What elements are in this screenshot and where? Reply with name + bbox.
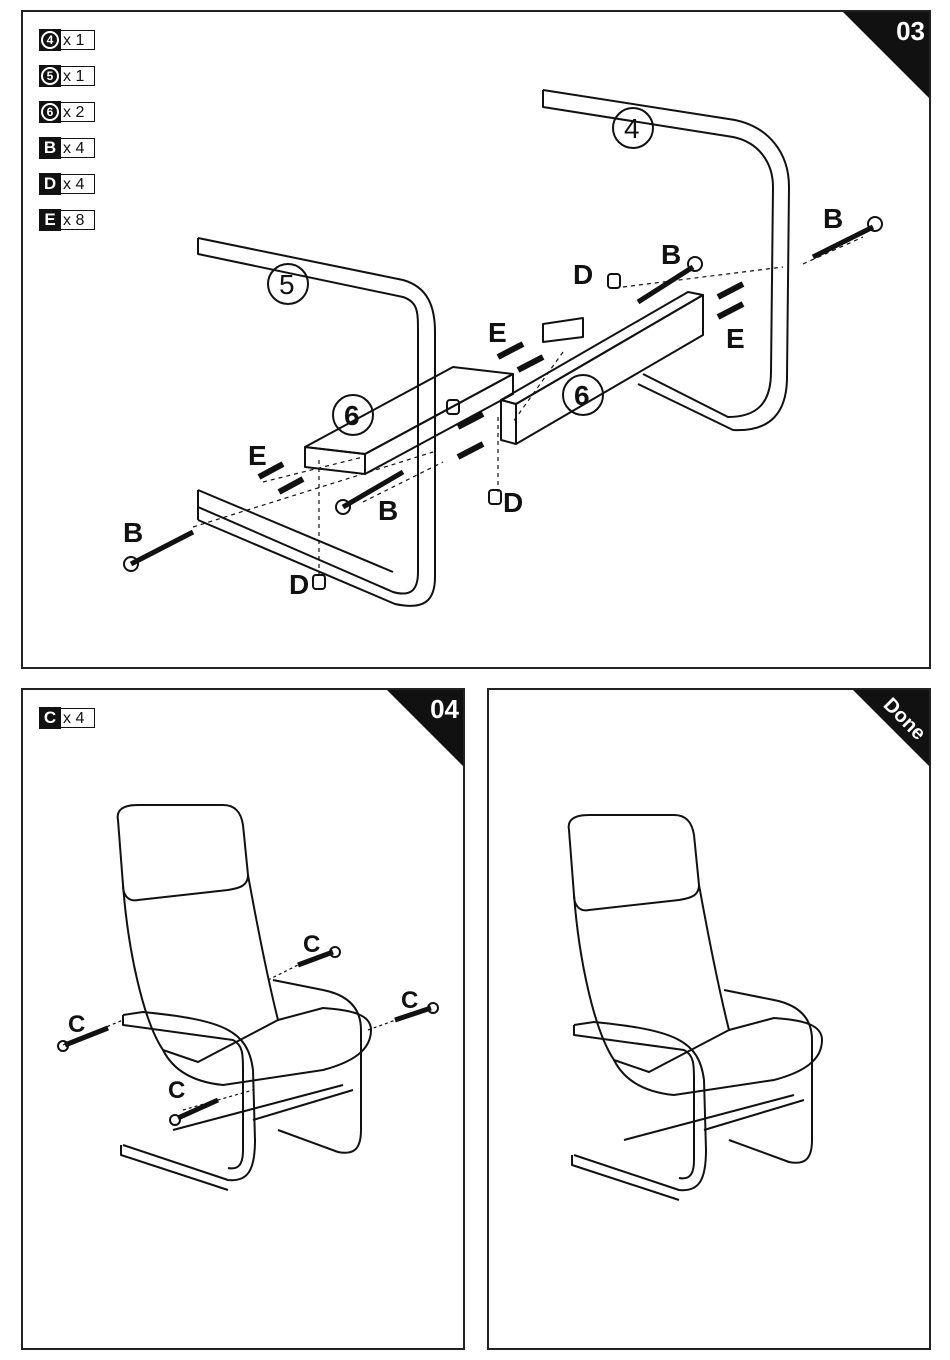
assembled-chair-drawing	[489, 690, 929, 1348]
label-screw-c: C	[303, 931, 320, 958]
callout-frame-4: 4	[624, 113, 640, 144]
frame-5	[198, 238, 435, 606]
label-bolt-b: B	[661, 239, 681, 270]
label-bolt-b: B	[378, 495, 398, 526]
label-dowel-e: E	[488, 317, 507, 348]
chair	[569, 815, 822, 1200]
done-panel: Done	[487, 688, 931, 1350]
chair	[118, 805, 371, 1190]
callout-circles	[268, 108, 653, 435]
step-04-panel: 04 C x 4	[21, 688, 465, 1350]
callout-rail-6-left: 6	[344, 400, 360, 431]
label-bolt-b: B	[823, 203, 843, 234]
label-cam-d: D	[289, 569, 309, 600]
label-bolt-b: B	[123, 517, 143, 548]
callout-rail-6-right: 6	[574, 380, 590, 411]
rail-6-left	[305, 367, 513, 474]
label-screw-c: C	[68, 1011, 85, 1038]
label-screw-c: C	[168, 1077, 185, 1104]
label-cam-d: D	[503, 487, 523, 518]
rail-6-right	[501, 292, 703, 444]
step-03-panel: 03 4 x 1 5 x 1 6 x 2 B x 4 D x 4 E x 8	[21, 10, 931, 669]
label-dowel-e: E	[726, 323, 745, 354]
label-screw-c: C	[401, 987, 418, 1014]
chair-with-screws-drawing: C C C C	[23, 690, 463, 1348]
label-dowel-e: E	[248, 440, 267, 471]
cam-d-icons	[313, 274, 620, 589]
exploded-frame-drawing: 4 5 6 6 B B B B D D D E E E	[23, 12, 929, 667]
screw-guides	[63, 965, 418, 1110]
label-cam-d: D	[573, 259, 593, 290]
callout-frame-5: 5	[279, 269, 295, 300]
